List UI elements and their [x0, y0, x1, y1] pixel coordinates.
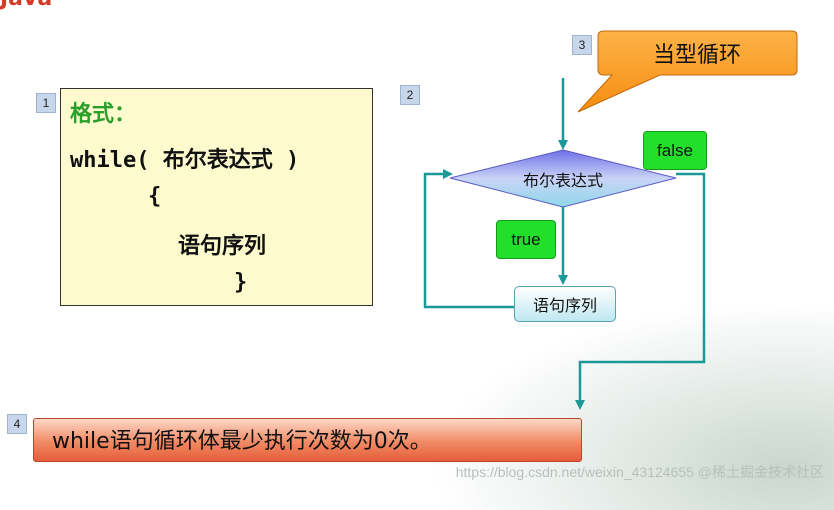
loop-back-line	[423, 169, 514, 309]
marker-3: 3	[572, 35, 592, 55]
syntax-open-brace: {	[148, 184, 162, 209]
process-box: 语句序列	[514, 286, 616, 322]
note-text: while语句循环体最少执行次数为0次。	[52, 429, 432, 454]
callout-bubble	[577, 30, 798, 113]
false-badge: false	[643, 131, 707, 170]
syntax-label: 格式：	[70, 102, 137, 127]
note-banner	[33, 418, 582, 462]
background-decoration	[430, 300, 834, 510]
condition-label: 布尔表达式	[522, 171, 603, 190]
watermark: https://blog.csdn.net/weixin_43124655 @稀…	[455, 464, 824, 480]
syntax-while-line: while( 布尔表达式 )	[70, 148, 300, 173]
false-exit-line	[575, 172, 706, 410]
flowchart-graphics	[423, 30, 798, 410]
syntax-close-brace: }	[234, 270, 248, 295]
syntax-box	[60, 88, 373, 306]
slide-title: Java	[0, 0, 52, 11]
true-badge: true	[496, 220, 556, 259]
callout-label: 当型循环	[652, 43, 741, 68]
marker-2: 2	[400, 85, 420, 105]
marker-1: 1	[36, 93, 56, 113]
marker-4: 4	[7, 414, 27, 434]
syntax-body: 语句序列	[178, 234, 267, 259]
